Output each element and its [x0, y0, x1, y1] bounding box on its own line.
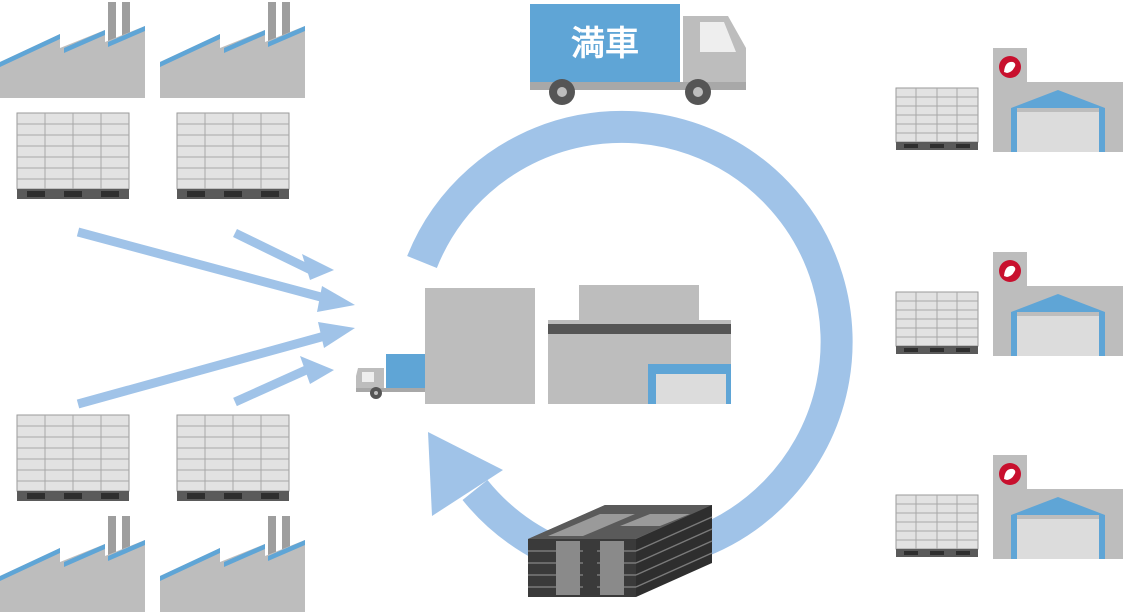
store-icon [993, 252, 1123, 356]
inbound-arrowheads [300, 254, 355, 384]
store-icon [993, 48, 1123, 152]
factory-icon [0, 516, 145, 612]
full-truck-label: 満車 [571, 24, 639, 64]
pallet-icon [176, 112, 290, 200]
store-group [895, 252, 1123, 356]
small-truck-icon [356, 354, 426, 399]
distribution-center-icon [356, 285, 731, 404]
store-group [895, 48, 1123, 152]
pallet-icon [16, 414, 130, 502]
factory-icon [160, 516, 305, 612]
pallet-icon [176, 414, 290, 502]
store-group [895, 455, 1123, 559]
factory-icon [0, 2, 145, 98]
inbound-arrow [233, 228, 317, 277]
factory-icon [160, 2, 305, 98]
cycle-arrow [407, 110, 853, 561]
inbound-arrow [233, 361, 317, 407]
stacked-empty-pallets-icon [528, 505, 713, 597]
pallet-icon [895, 291, 979, 355]
store-icon [993, 455, 1123, 559]
full-truck-icon: 満車 [530, 4, 746, 105]
cycle-arrowhead [428, 432, 503, 516]
pallet-icon [16, 112, 130, 200]
pallet-icon [895, 494, 979, 558]
inbound-arrow [76, 227, 334, 305]
pallet-icon [895, 87, 979, 151]
inbound-arrow [76, 329, 334, 409]
inbound-arrows [76, 227, 334, 409]
